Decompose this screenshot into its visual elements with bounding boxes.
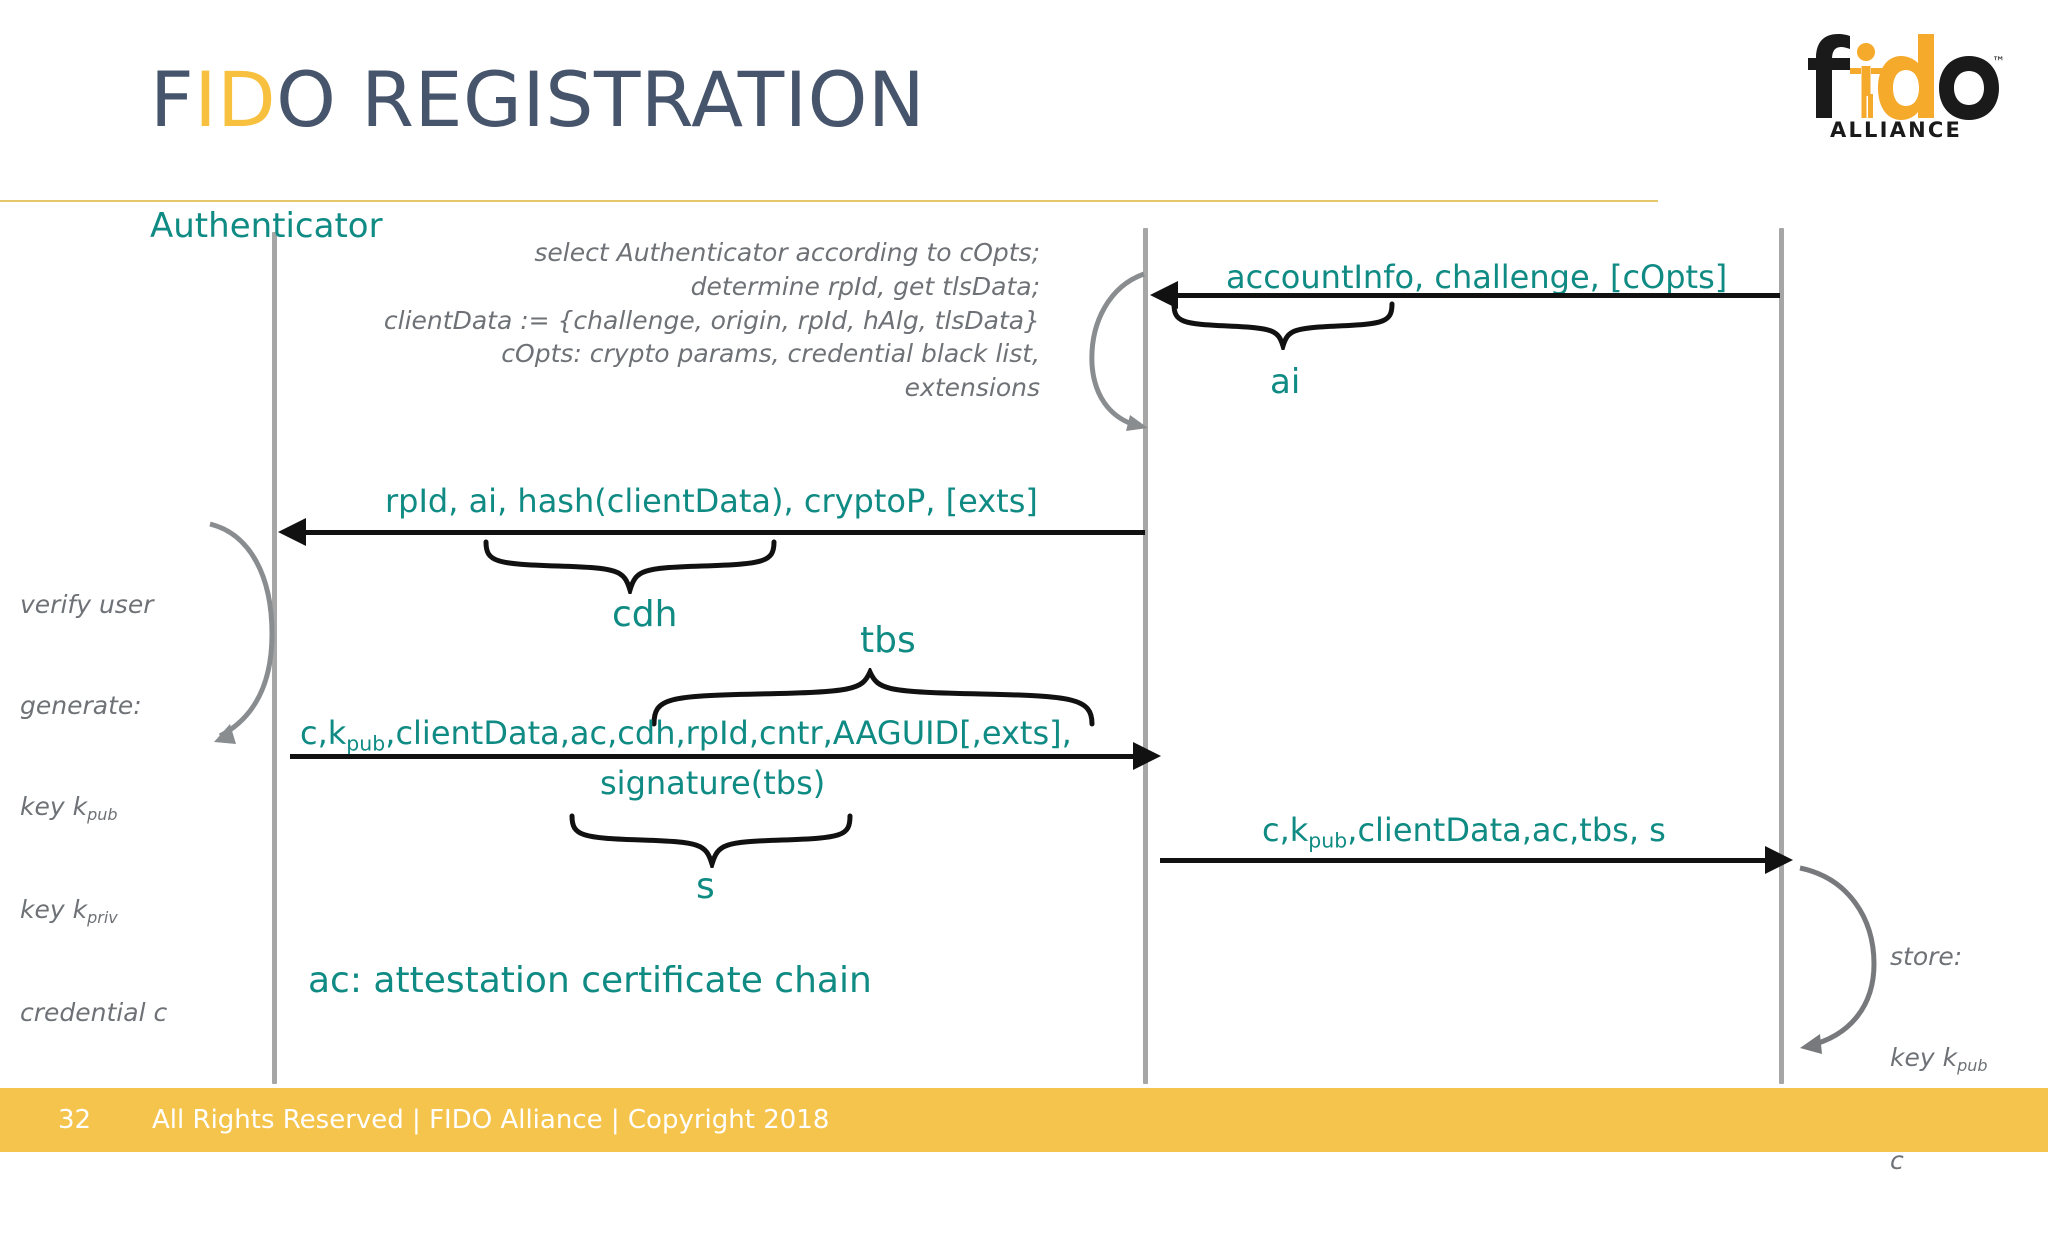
logo-person-body: [1861, 66, 1871, 96]
logo-person-head: [1857, 43, 1875, 61]
slide-footer: 32 All Rights Reserved | FIDO Alliance |…: [0, 1088, 2048, 1152]
logo-trademark-icon: ™: [1992, 55, 2005, 70]
message-4-label-a: c,k: [1262, 811, 1309, 849]
auth-note-line-3: key kpub: [20, 790, 270, 826]
message-4-label: c,kpub,clientData,ac,tbs, s: [1262, 811, 1666, 853]
slide-root: FIDO REGISTRATION ™ ALLIANCE Authenticat…: [0, 30, 2048, 1175]
message-3-label-b: ,clientData,ac,cdh,rpId,cntr,AAGUID[,ext…: [385, 714, 1072, 752]
message-4-arrowhead: [1765, 846, 1793, 874]
logo-person-arm-left: [1850, 68, 1861, 74]
store-note-line-2-sub: pub: [1957, 1055, 1988, 1075]
message-3-line: [290, 754, 1135, 759]
message-4-label-b: ,clientData,ac,tbs, s: [1347, 811, 1666, 849]
logo-letter-f: [1808, 34, 1850, 118]
relying-party-store-curve-arrow: [1799, 865, 1877, 1054]
message-3-brace-2-label: s: [696, 866, 715, 907]
store-note-line-2: key kpub: [1890, 1041, 2048, 1077]
page-title-suffix: O REGISTRATION: [276, 55, 926, 144]
auth-note-line-4: key kpriv: [20, 893, 270, 929]
lifeline-relying-party: [1779, 228, 1784, 1084]
message-3-label-a: c,k: [300, 714, 347, 752]
message-2-label: rpId, ai, hash(clientData), cryptoP, [ex…: [385, 482, 1038, 520]
message-4-line: [1160, 858, 1775, 863]
page-title-highlight: ID: [194, 55, 277, 144]
message-3-arrowhead: [1133, 742, 1161, 770]
message-1-brace-label: ai: [1270, 362, 1301, 402]
message-1-line: [1170, 293, 1780, 298]
message-3-label-a-sub: pub: [346, 731, 386, 756]
message-1-brace: [1171, 301, 1395, 350]
auth-note-line-3-main: key k: [20, 792, 88, 821]
footer-copyright: All Rights Reserved | FIDO Alliance | Co…: [152, 1105, 830, 1135]
auth-note-line-3-sub: pub: [87, 805, 118, 825]
auth-note-line-2: generate:: [20, 690, 142, 720]
message-4-label-a-sub: pub: [1308, 828, 1348, 853]
relying-party-store-note: store: key kpub c: [1890, 872, 2048, 1245]
legend-ac-note: ac: attestation certificate chain: [308, 960, 872, 1001]
message-3-label: c,kpub,clientData,ac,cdh,rpId,cntr,AAGUI…: [300, 714, 1072, 756]
message-1-label: accountInfo, challenge, [cOpts]: [1226, 258, 1728, 296]
client-note-curve-arrow: [1089, 271, 1148, 431]
message-3-brace-label: tbs: [860, 620, 916, 661]
lifeline-client: [1143, 228, 1148, 1084]
authenticator-processing-note: verify user generate: key kpub key kpriv…: [20, 520, 270, 1098]
message-2-line: [300, 530, 1145, 535]
fido-alliance-logo: ™ ALLIANCE: [1806, 30, 2006, 140]
auth-note-line-4-main: key k: [20, 895, 88, 925]
page-title: FIDO REGISTRATION: [150, 62, 925, 138]
message-2-arrowhead: [278, 518, 306, 546]
message-3-brace: [651, 668, 1095, 727]
message-3-label-line2: signature(tbs): [600, 764, 826, 802]
auth-note-line-5: credential c: [20, 998, 168, 1028]
message-2-brace-label: cdh: [612, 594, 678, 635]
store-note-line-1: store:: [1890, 941, 1963, 971]
auth-note-line-4-sub: priv: [87, 908, 118, 928]
auth-note-line-1: verify user: [20, 589, 154, 619]
logo-alliance-text: ALLIANCE: [1830, 118, 1962, 140]
message-3-brace-2: [569, 813, 853, 868]
store-note-line-2-main: key k: [1890, 1042, 1958, 1072]
logo-person-leg-right: [1868, 94, 1873, 118]
lifeline-authenticator: [272, 232, 277, 1084]
lane-label-authenticator: Authenticator: [150, 206, 383, 246]
footer-page-number: 32: [58, 1105, 92, 1135]
authenticator-note-curve-arrow: [209, 521, 275, 744]
client-processing-note: select Authenticator according to cOpts;…: [383, 238, 1040, 402]
logo-person-leg-left: [1861, 94, 1867, 118]
logo-person-arm-right: [1871, 68, 1882, 74]
logo-letter-o: [1939, 56, 1999, 120]
message-2-brace: [483, 539, 777, 594]
logo-letter-d: [1878, 34, 1934, 120]
page-title-prefix: F: [150, 55, 195, 144]
title-divider: [0, 200, 1658, 202]
